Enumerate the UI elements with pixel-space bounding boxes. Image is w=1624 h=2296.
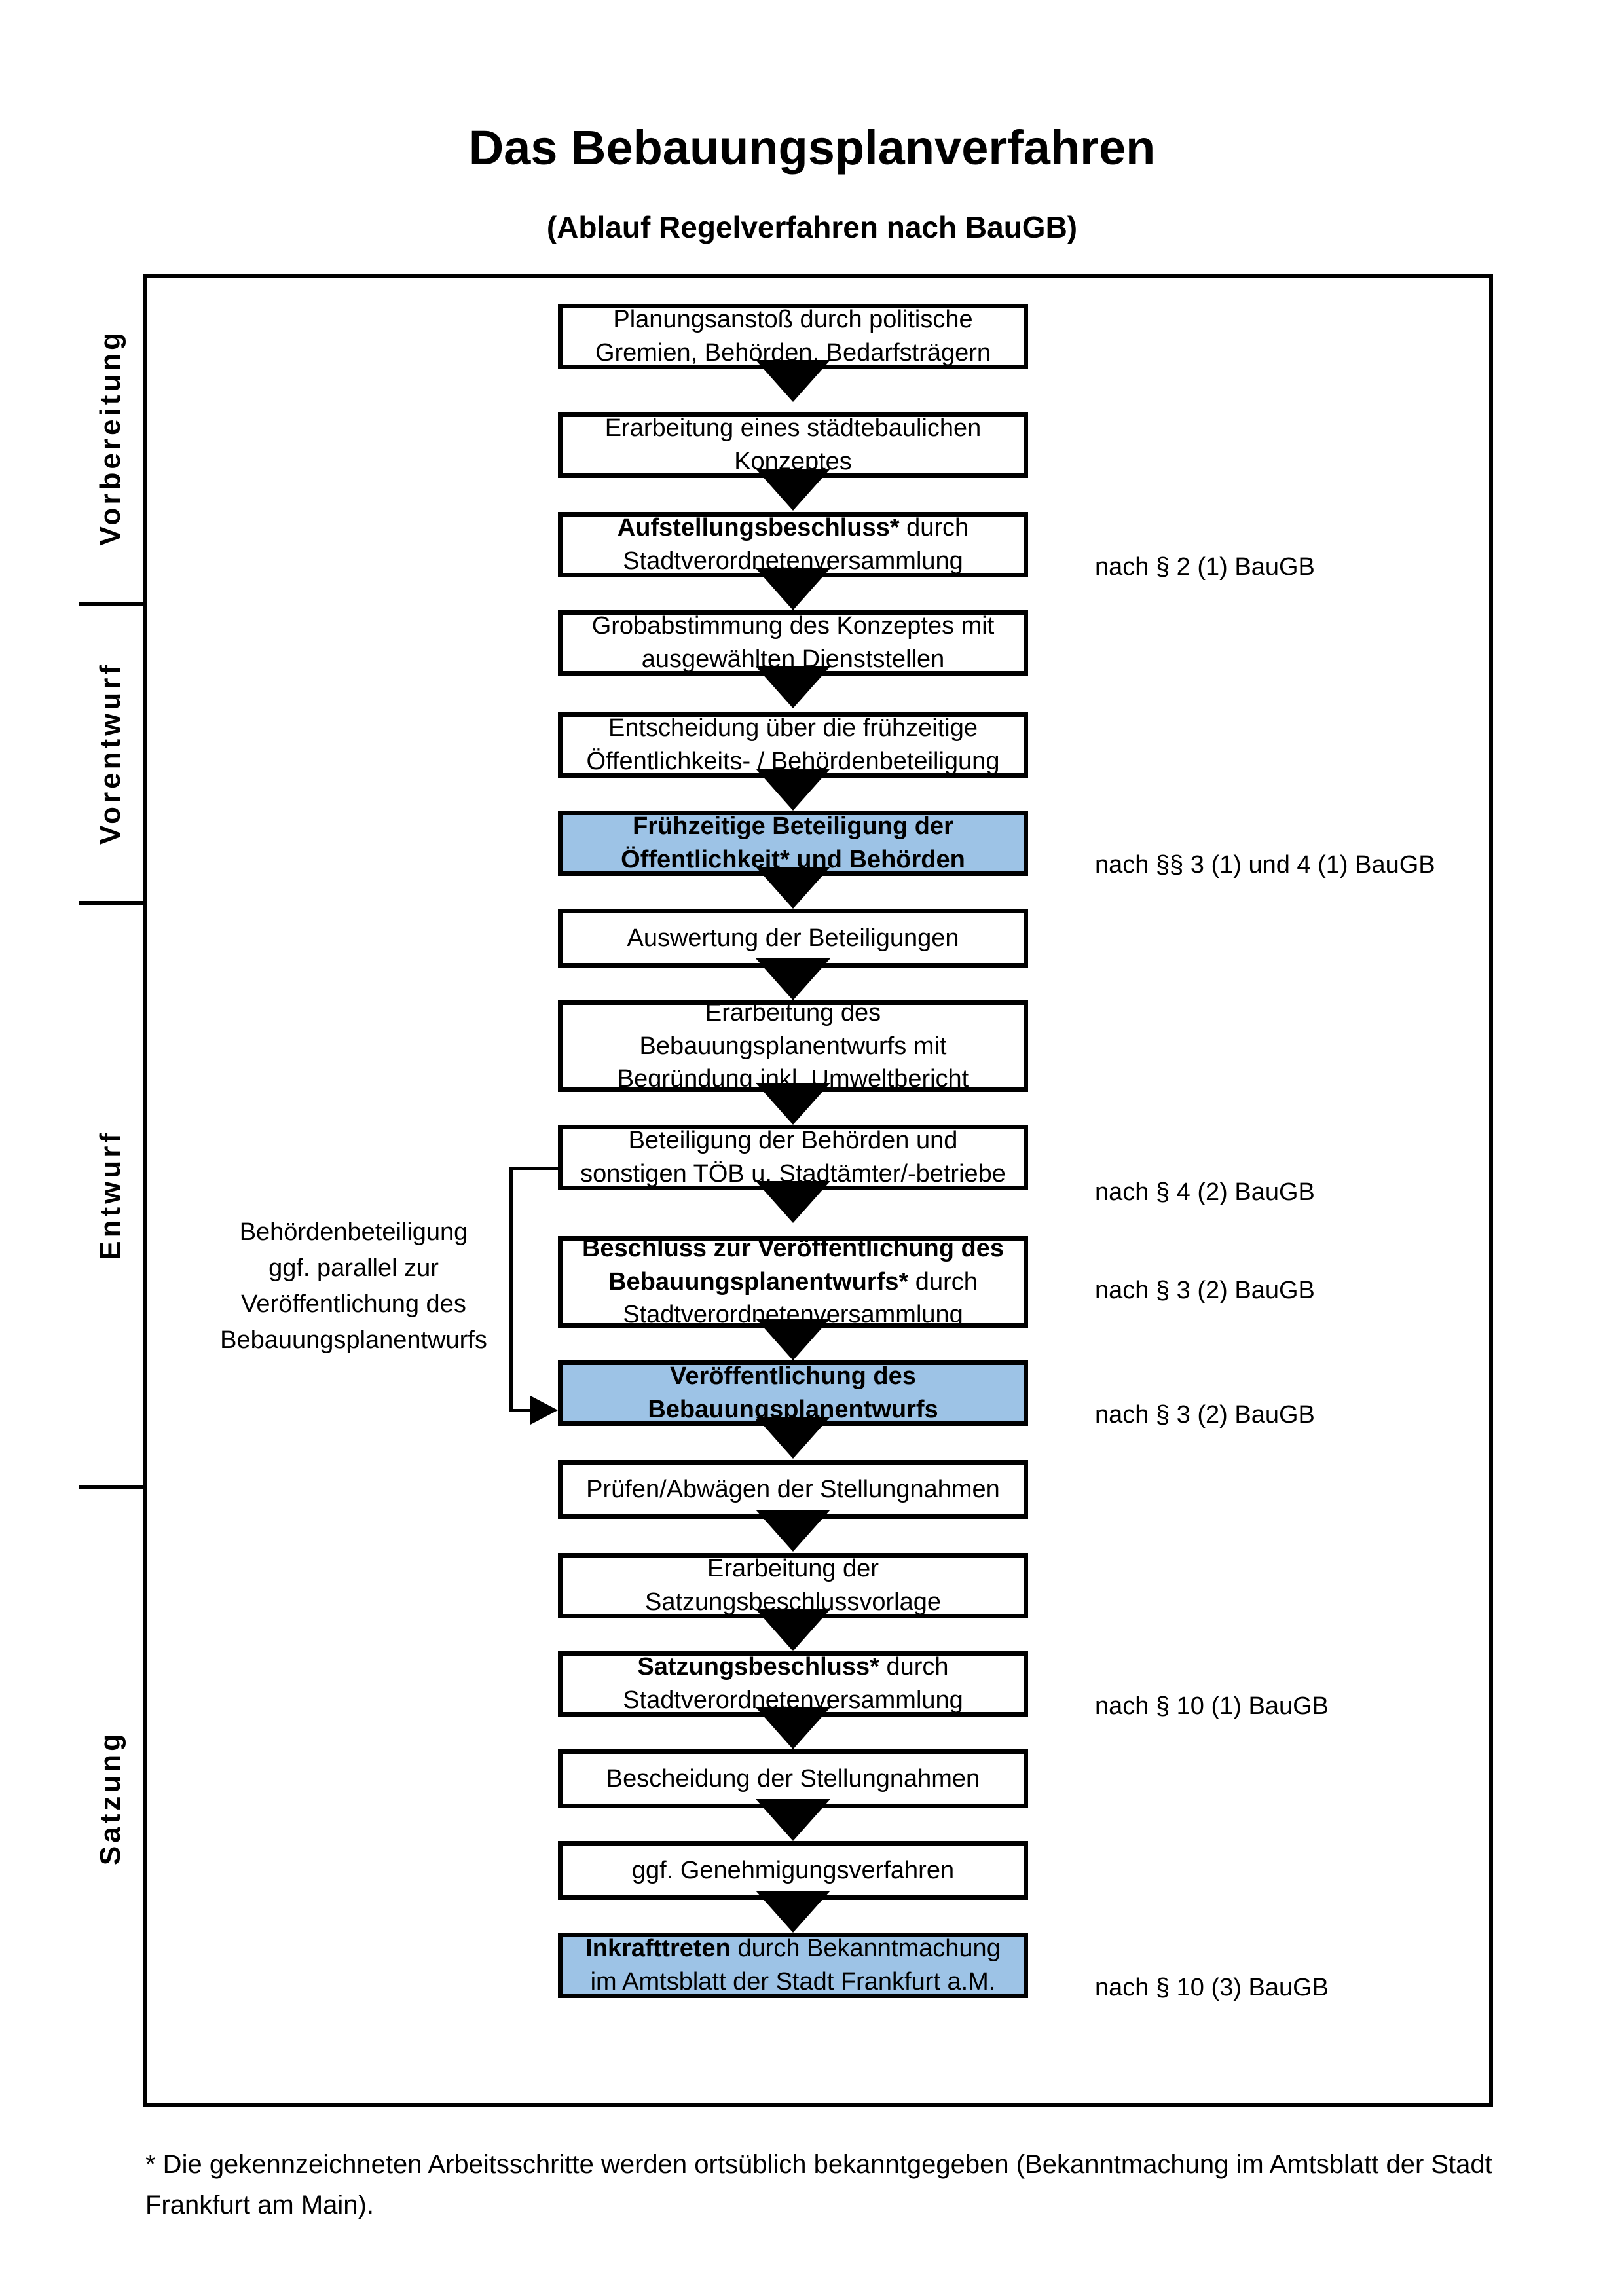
legal-reference-ref-par3-2-b: nach § 3 (2) BauGB (1095, 1401, 1315, 1429)
process-box-line: Erarbeitung eines städtebaulichen (604, 414, 982, 443)
legal-reference-ref-par4-2: nach § 4 (2) BauGB (1095, 1178, 1315, 1206)
footnote: * Die gekennzeichneten Arbeitsschritte w… (145, 2150, 1492, 2219)
stage-column (79, 274, 143, 2107)
flow-arrow (756, 666, 830, 708)
process-box-line: Planungsanstoß durch politische (613, 306, 973, 334)
loop-bracket-top (509, 1167, 558, 1170)
flow-arrow (756, 1417, 830, 1459)
process-box-line: Prüfen/Abwägen der Stellungnahmen (586, 1475, 1000, 1503)
sidenote-line: ggf. parallel zur (268, 1254, 439, 1283)
legal-reference-ref-par3-2-a: nach § 3 (2) BauGB (1095, 1277, 1315, 1304)
stage-label-entwurf: Entwurf (94, 1130, 126, 1260)
process-box-line: Bescheidung der Stellungnahmen (606, 1764, 980, 1793)
process-box-line: Bebauungsplanentwurfs* durch (608, 1267, 978, 1296)
flow-arrow (756, 469, 830, 511)
loop-bracket-arrowhead (530, 1396, 558, 1425)
flow-arrow (756, 1510, 830, 1552)
loop-bracket-spine (509, 1167, 513, 1409)
process-box-line: Grobabstimmung des Konzeptes mit (591, 612, 995, 640)
loop-bracket-bottom (509, 1409, 532, 1412)
sidenote-line: Bebauungsplanentwurfs (220, 1326, 487, 1355)
flow-arrow (756, 1319, 830, 1360)
flow-arrow (756, 360, 830, 402)
process-box-line: Beteiligung der Behörden und (628, 1127, 958, 1155)
process-box-line: Auswertung der Beteiligungen (627, 924, 959, 952)
process-box-line: Erarbeitung der (707, 1555, 879, 1583)
flow-arrow (756, 1707, 830, 1749)
process-box-genehmigungsverfahren: ggf. Genehmigungsverfahren (558, 1841, 1028, 1900)
stage-label-vorbereitung: Vorbereitung (94, 329, 126, 546)
process-box-line: ggf. Genehmigungsverfahren (631, 1856, 955, 1884)
legal-reference-ref-par10-1: nach § 10 (1) BauGB (1095, 1692, 1329, 1720)
process-box-auswertung-beteiligungen: Auswertung der Beteiligungen (558, 909, 1028, 968)
flow-arrow (756, 1609, 830, 1651)
process-box-line: Erarbeitung des (705, 999, 881, 1027)
stage-cell-vorbereitung: Vorbereitung (79, 274, 143, 606)
stage-cell-entwurf: Entwurf (79, 905, 143, 1489)
flow-arrow (756, 769, 830, 811)
flow-arrow (756, 1799, 830, 1841)
process-box-line: Frühzeitige Beteiligung der (633, 812, 953, 841)
sidenote-line: Veröffentlichung des (241, 1290, 466, 1319)
process-box-line: im Amtsblatt der Stadt Frankfurt a.M. (590, 1968, 996, 1995)
process-box-line: Aufstellungsbeschluss* durch (617, 514, 969, 542)
legal-reference-ref-par2-1: nach § 2 (1) BauGB (1095, 553, 1315, 581)
stage-cell-vorentwurf: Vorentwurf (79, 606, 143, 905)
stage-cell-satzung: Satzung (79, 1489, 143, 2107)
legal-reference-ref-par3-1-4-1: nach §§ 3 (1) und 4 (1) BauGB (1095, 851, 1435, 879)
flow-arrow (756, 958, 830, 1000)
flow-arrow (756, 1083, 830, 1125)
process-box-line: Satzungsbeschluss* durch (637, 1653, 949, 1681)
process-box-line: Bebauungsplanentwurfs mit (639, 1032, 947, 1060)
flow-arrow (756, 1181, 830, 1223)
flow-arrow (756, 1891, 830, 1933)
stage-label-vorentwurf: Vorentwurf (94, 662, 126, 845)
process-box-line: Entscheidung über die frühzeitige (608, 714, 978, 742)
sidenote-line: Behördenbeteiligung (239, 1218, 468, 1246)
stage-label-satzung: Satzung (94, 1730, 126, 1866)
stage-column-divider (143, 274, 147, 2107)
page-subtitle: (Ablauf Regelverfahren nach BauGB) (546, 210, 1078, 244)
process-box-line: Beschluss zur Veröffentlichung des (581, 1235, 1005, 1263)
flow-arrow (756, 867, 830, 909)
process-box-line: Inkrafttreten durch Bekanntmachung (585, 1935, 1001, 1963)
flow-arrow (756, 568, 830, 610)
legal-reference-ref-par10-3: nach § 10 (3) BauGB (1095, 1974, 1329, 2001)
page-title: Das Bebauungsplanverfahren (468, 120, 1156, 175)
process-box-inkrafttreten: Inkrafttreten durch Bekanntmachung im Amt… (558, 1933, 1028, 1998)
process-box-line: Veröffentlichung des (670, 1362, 916, 1391)
